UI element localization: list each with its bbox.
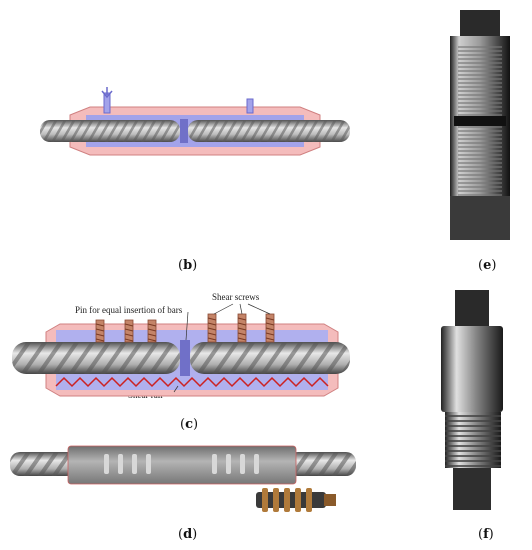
caption-e: (e) bbox=[478, 258, 497, 273]
caption-d: (d) bbox=[178, 527, 198, 542]
caption-f: (f) bbox=[478, 527, 494, 542]
panel-c-shear-screw-coupler-diagram bbox=[8, 300, 353, 400]
caption-b: (b) bbox=[178, 258, 198, 273]
label-shear-screws: Shear screws bbox=[212, 292, 260, 302]
panel-e-photo-sectioned-coupler bbox=[440, 10, 520, 240]
panel-d-swaged-coupler-diagram bbox=[8, 438, 358, 518]
caption-c: (c) bbox=[180, 417, 199, 432]
panel-b-grouted-sleeve-diagram bbox=[30, 85, 360, 165]
panel-f-photo-threaded-coupler bbox=[427, 290, 517, 510]
label-pin-insertion: Pin for equal insertion of bars bbox=[75, 305, 183, 315]
